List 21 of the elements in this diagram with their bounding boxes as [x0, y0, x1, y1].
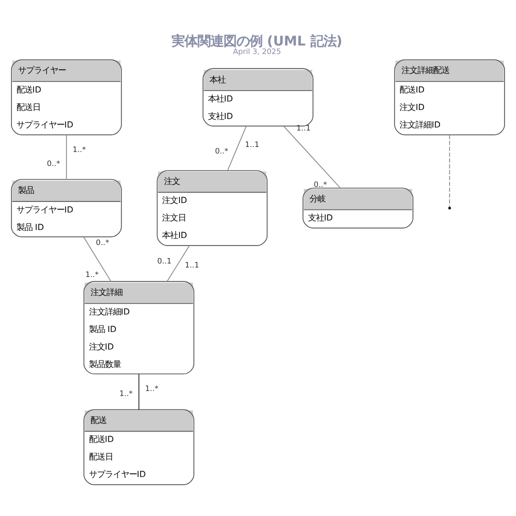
connector	[83, 236, 112, 282]
label: 0..*	[96, 238, 110, 247]
label: 0..*	[215, 146, 228, 155]
label: 1..1	[296, 123, 311, 132]
connector	[138, 373, 140, 410]
label: 0..*	[46, 158, 60, 168]
connector	[227, 125, 247, 171]
caption: April 3, 2025	[233, 46, 282, 56]
label: 1..*	[72, 144, 86, 154]
label: 1..1	[244, 140, 260, 149]
label: 0..*	[314, 180, 327, 189]
connector	[66, 134, 67, 180]
connector	[283, 125, 341, 188]
label: 0..1	[157, 256, 172, 265]
label: 1..*	[145, 384, 158, 393]
connector	[449, 134, 450, 208]
label: 1..1	[184, 260, 200, 270]
label: 1..*	[119, 388, 133, 398]
connector	[166, 244, 190, 282]
diagram-title: 実体関連図の例 (UML 記法)	[171, 34, 342, 49]
label: 1..*	[85, 269, 99, 278]
